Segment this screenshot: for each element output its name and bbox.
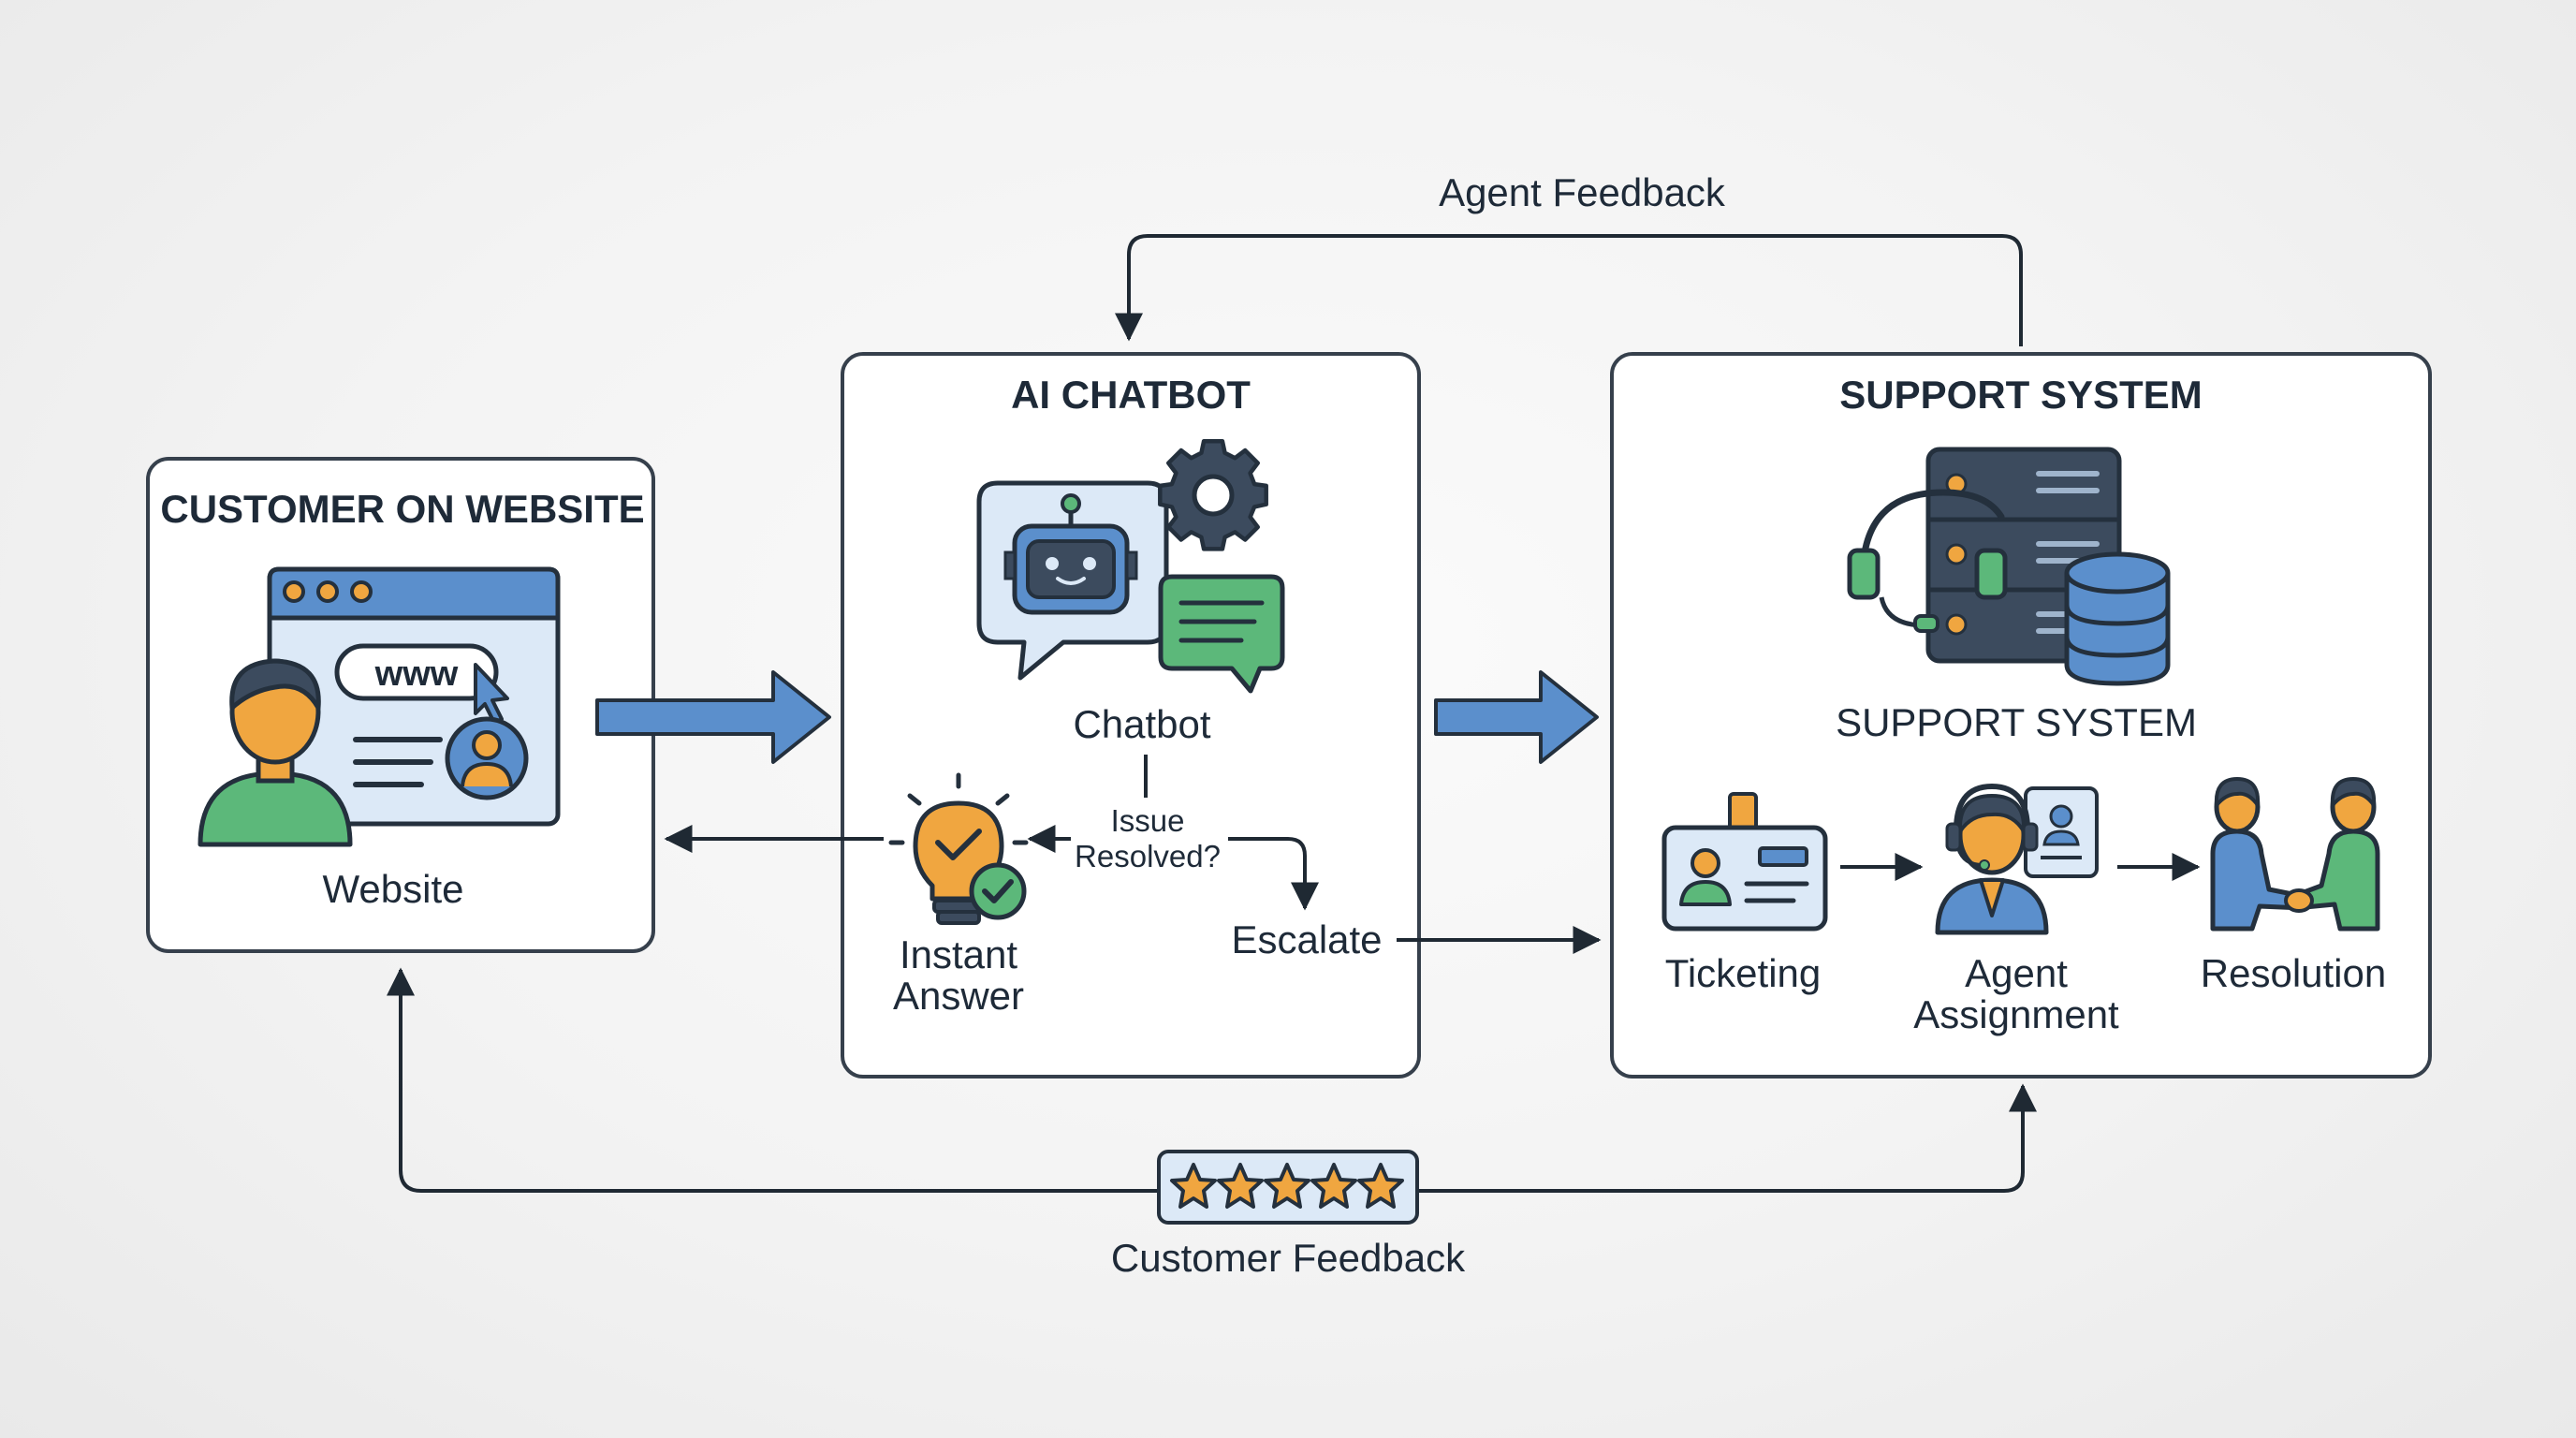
agent-icon [1935,783,2099,935]
id-card-icon [1661,792,1828,932]
agent-label-line2: Assignment [1913,992,2119,1036]
decision-label-line2: Resolved? [1075,839,1221,873]
check-badge-icon [969,862,1027,920]
support-label: SUPPORT SYSTEM [1836,700,2197,744]
chatbot-box: AI CHATBOT Chatbot Issue Resolved? [841,352,1421,1078]
resolution-label: Resolution [2201,951,2386,995]
lightbulb-icon [888,772,1029,925]
website-label: Website [323,867,464,911]
star-icon [1170,1163,1217,1209]
headset-icon [1847,489,2008,633]
customer-feedback-label: Customer Feedback [1111,1236,1466,1280]
ticketing-label: Ticketing [1665,951,1822,995]
customer-title: CUSTOMER ON WEBSITE [160,487,644,531]
star-icon [1217,1163,1264,1209]
decision-label-line1: Issue [1111,803,1185,838]
arrow-to-chatbot-icon [595,670,831,764]
agent-label-line1: Agent [1965,951,2068,995]
customer-box: CUSTOMER ON WEBSITE www Webs [146,457,655,953]
agent-feedback-loop: Agent Feedback [1115,170,2023,346]
arrow-to-support-icon [1434,670,1599,764]
chatbot-icon [976,480,1169,681]
chatbot-label: Chatbot [1073,702,1210,746]
agent-feedback-label: Agent Feedback [1439,170,1726,214]
url-text: www [374,654,459,694]
star-icon [1357,1163,1404,1209]
star-icon [1264,1163,1310,1209]
customer-feedback-loop: Customer Feedback [387,967,2037,1280]
profile-avatar-icon [445,716,529,800]
star-icon [1310,1163,1357,1209]
gear-icon [1158,438,1268,551]
support-box: SUPPORT SYSTEM [1610,352,2432,1078]
chatbot-title: AI CHATBOT [1011,373,1251,417]
instant-answer-line1: Instant [900,932,1017,976]
message-bubble-icon [1158,574,1285,694]
handshake-icon [2210,776,2380,932]
instant-answer-line2: Answer [893,974,1024,1018]
database-icon [2064,551,2171,686]
escalate-label: Escalate [1231,917,1382,961]
star-rating [1170,1163,1404,1209]
support-title: SUPPORT SYSTEM [1839,373,2202,417]
user-icon [198,658,353,847]
